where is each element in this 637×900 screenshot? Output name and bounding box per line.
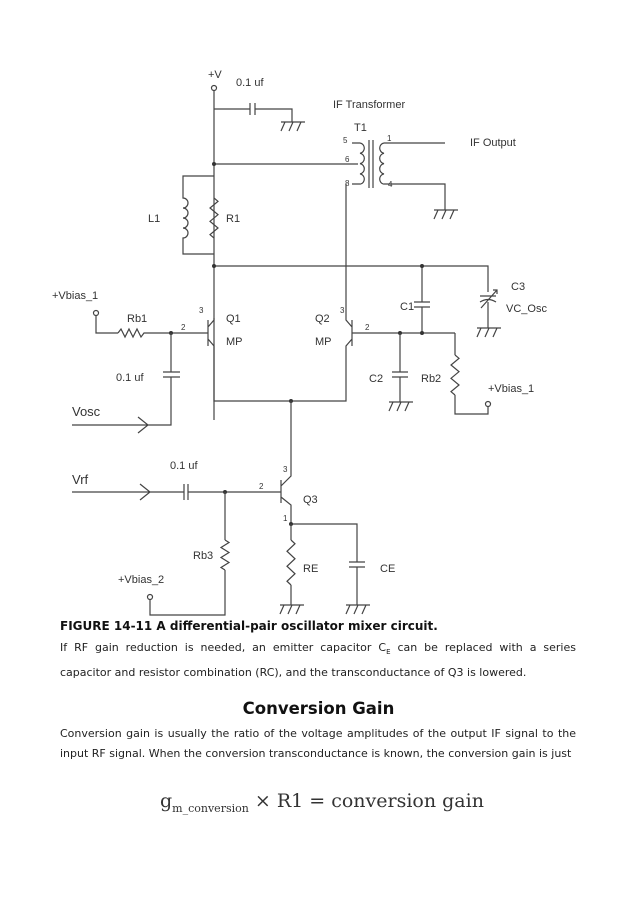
- paragraph-text: If RF gain reduction is needed, an emitt…: [60, 641, 387, 654]
- r1-resistor: [209, 197, 219, 239]
- q2-label: Q2: [315, 313, 330, 325]
- re-resistor: [286, 539, 296, 586]
- bypass-capacitor: [214, 103, 306, 132]
- q2-collector-pin: 3: [340, 306, 345, 315]
- rf-coupling-capacitor: [72, 483, 281, 501]
- c2-label: C2: [369, 373, 383, 385]
- re-label: RE: [303, 563, 318, 575]
- conversion-gain-formula: gm_conversion × R1 = conversion gain: [160, 790, 484, 815]
- formula-subscript: m_conversion: [172, 801, 249, 815]
- q1-label: Q1: [226, 313, 241, 325]
- rb1-label: Rb1: [127, 313, 147, 325]
- wire: [149, 492, 226, 616]
- rb1-resistor: [117, 327, 208, 339]
- q3-collector-pin: 3: [283, 465, 288, 474]
- c3-variable-capacitor: [476, 289, 502, 338]
- q1-base-pin: 2: [181, 323, 186, 332]
- wire: [214, 265, 489, 333]
- subscript: E: [386, 648, 391, 657]
- vbias2-label: +Vbias_2: [118, 574, 164, 586]
- c1-label: C1: [400, 301, 414, 313]
- rb3-resistor: [219, 539, 231, 571]
- pin-6: 6: [345, 155, 350, 164]
- q3-label: Q3: [303, 494, 318, 506]
- wire: [454, 333, 489, 415]
- mp1-label: MP: [226, 336, 243, 348]
- vbias1-left-label: +Vbias_1: [52, 290, 98, 302]
- formula-rest: × R1 = conversion gain: [248, 790, 484, 812]
- supply-terminal: [210, 84, 218, 92]
- circuit-diagram: +V 0.1 uf IF Transformer T1 5 6 8 1 4 IF…: [52, 69, 547, 616]
- paragraph-conversion-gain: Conversion gain is usually the ratio of …: [60, 727, 576, 760]
- cap-top-label: 0.1 uf: [236, 77, 264, 89]
- vbias1-right-terminal: [484, 400, 492, 408]
- vrf-label: Vrf: [72, 472, 89, 487]
- q1-transistor: [95, 316, 353, 402]
- pin-5: 5: [343, 136, 348, 145]
- r1-label: R1: [226, 213, 240, 225]
- vbias1-right-label: +Vbias_1: [488, 383, 534, 395]
- cap-rf-label: 0.1 uf: [170, 460, 198, 472]
- vbias2-terminal: [146, 593, 154, 601]
- osc-coupling-capacitor: [72, 333, 180, 434]
- q3-base-pin: 2: [259, 482, 264, 491]
- ce-label: CE: [380, 563, 395, 575]
- q2-base-pin: 2: [365, 323, 370, 332]
- if-transformer: [352, 140, 459, 220]
- pin-4: 4: [388, 180, 393, 189]
- if-output-label: IF Output: [470, 137, 516, 149]
- pin-1: 1: [387, 134, 392, 143]
- transformer-title: IF Transformer: [333, 99, 405, 111]
- q3-emitter-pin: 1: [283, 514, 288, 523]
- vosc-label: Vosc: [72, 404, 101, 419]
- paragraph-text: can be replaced with a series capacitor …: [60, 641, 576, 679]
- c3-label: C3: [511, 281, 525, 293]
- paragraph-rf-gain: If RF gain reduction is needed, an emitt…: [60, 638, 576, 682]
- transformer-ref: T1: [354, 122, 367, 134]
- c1-capacitor: [414, 301, 430, 308]
- vc-osc-label: VC_Osc: [506, 303, 547, 315]
- figure-caption: FIGURE 14-11 A differential-pair oscilla…: [60, 619, 438, 633]
- rb2-label: Rb2: [421, 373, 441, 385]
- formula-g: g: [160, 790, 173, 812]
- l1-inductor: [182, 175, 214, 255]
- vbias1-terminal: [92, 309, 100, 317]
- rb3-label: Rb3: [193, 550, 213, 562]
- pin-8: 8: [345, 179, 350, 188]
- rb2-resistor: [450, 354, 460, 396]
- l1-label: L1: [148, 213, 160, 225]
- cap-osc-label: 0.1 uf: [116, 372, 144, 384]
- mp2-label: MP: [315, 336, 332, 348]
- supply-label: +V: [208, 69, 222, 81]
- c2-capacitor: [388, 333, 414, 412]
- section-heading: Conversion Gain: [242, 699, 395, 718]
- q1-collector-pin: 3: [199, 306, 204, 315]
